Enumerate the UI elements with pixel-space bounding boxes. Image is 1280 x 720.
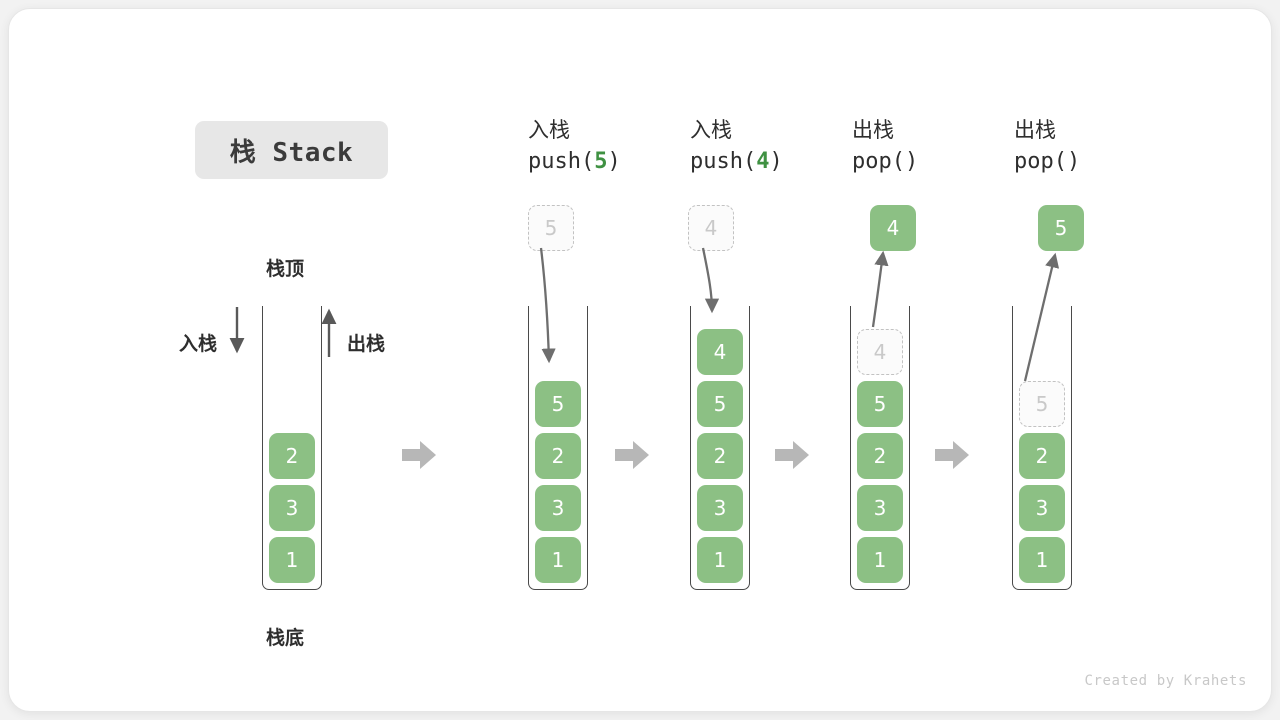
- step-header-pop-2: 出栈 pop(): [1014, 115, 1204, 179]
- stack-cell: 1: [1019, 537, 1065, 583]
- stack-cell: 2: [1019, 433, 1065, 479]
- stack-cell: 4: [697, 329, 743, 375]
- step-title-code: push(5): [528, 149, 621, 174]
- stack-cell: 1: [697, 537, 743, 583]
- step-title-cn: 入栈: [528, 118, 570, 142]
- stack-cell: 3: [697, 485, 743, 531]
- stack-cell: 3: [857, 485, 903, 531]
- stack-cell: 3: [535, 485, 581, 531]
- diagram-title-text: 栈 Stack: [229, 137, 354, 168]
- stack-top-label: 栈顶: [266, 258, 305, 280]
- stack-container-initial: [262, 306, 322, 590]
- stack-cell: 2: [535, 433, 581, 479]
- stack-cell: 1: [857, 537, 903, 583]
- step-arrow-4-icon: [935, 441, 969, 469]
- diagram-card: 栈 Stack 栈顶 栈底 入栈 出栈 2 3 1 入栈 push(5) 5 5…: [8, 8, 1272, 712]
- floating-value-push-5: 5: [528, 205, 574, 251]
- stack-bottom-label: 栈底: [266, 627, 305, 649]
- step-header-push-5: 入栈 push(5): [528, 115, 718, 179]
- stack-container-push-5: [528, 306, 588, 590]
- step-title-code: pop(): [1014, 149, 1081, 174]
- stack-cell: 5: [857, 381, 903, 427]
- stack-cell: 1: [535, 537, 581, 583]
- stack-cell-ghost: 5: [1019, 381, 1065, 427]
- footer-credit: Created by Krahets: [1084, 673, 1247, 689]
- stack-container-pop-2: [1012, 306, 1072, 590]
- step-title-cn: 出栈: [852, 118, 894, 142]
- push-direction-label: 入栈: [179, 333, 218, 355]
- pop-direction-label: 出栈: [347, 333, 386, 355]
- step-arrow-2-icon: [615, 441, 649, 469]
- stack-container-pop-1: [850, 306, 910, 590]
- stack-cell: 3: [269, 485, 315, 531]
- step-arrow-1-icon: [402, 441, 436, 469]
- step-arrow-3-icon: [775, 441, 809, 469]
- stack-cell: 1: [269, 537, 315, 583]
- step-title-cn: 出栈: [1014, 118, 1056, 142]
- step-title-cn: 入栈: [690, 118, 732, 142]
- stack-cell: 3: [1019, 485, 1065, 531]
- stack-cell: 2: [857, 433, 903, 479]
- stack-cell: 2: [269, 433, 315, 479]
- stack-cell: 5: [697, 381, 743, 427]
- diagram-title-pill: 栈 Stack: [195, 121, 388, 179]
- floating-value-push-4: 4: [688, 205, 734, 251]
- step-title-code: push(4): [690, 149, 783, 174]
- step-title-code: pop(): [852, 149, 919, 174]
- step-header-push-4: 入栈 push(4): [690, 115, 880, 179]
- stack-container-push-4: [690, 306, 750, 590]
- step-header-pop-1: 出栈 pop(): [852, 115, 1042, 179]
- popped-value-pop-1: 4: [870, 205, 916, 251]
- stack-cell-ghost: 4: [857, 329, 903, 375]
- stack-cell: 5: [535, 381, 581, 427]
- popped-value-pop-2: 5: [1038, 205, 1084, 251]
- flow-arrow-push-4-icon: [701, 247, 720, 314]
- stack-cell: 2: [697, 433, 743, 479]
